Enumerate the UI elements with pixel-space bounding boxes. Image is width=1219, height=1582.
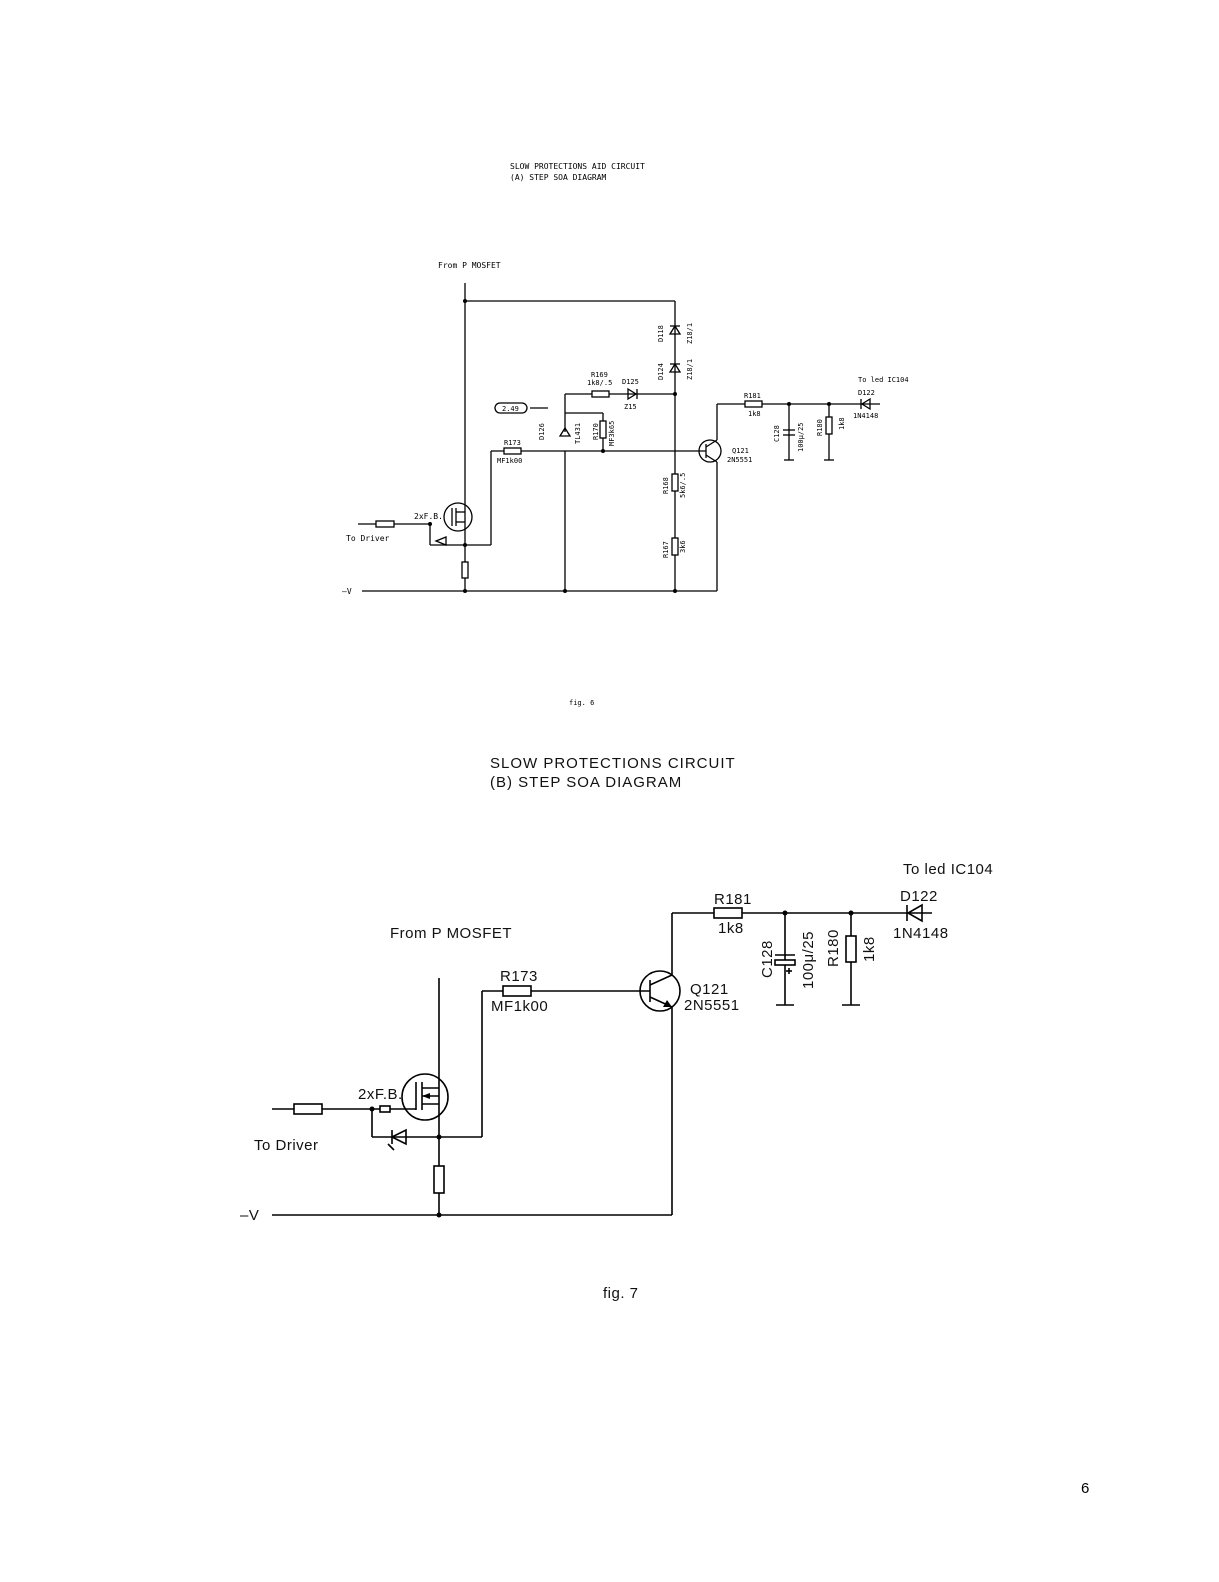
fig7-r-source [433, 1165, 445, 1194]
fig7-d122-diode [906, 903, 923, 923]
fig6-c128-value: 100μ/25 [797, 422, 805, 452]
fig7-d122-label: D122 [900, 888, 938, 905]
fig7-fb-label: 2xF.B. [358, 1086, 403, 1103]
page-number: 6 [1081, 1480, 1089, 1497]
fig6-d125-zener [627, 387, 638, 401]
fig6-r173-value: MF1k00 [497, 457, 522, 465]
fig7-r181-value: 1k8 [718, 920, 744, 937]
fig6-r-source [461, 561, 469, 579]
fig6-d124-zener [668, 362, 682, 373]
fig6-caption: fig. 6 [569, 699, 594, 707]
fig6-q121-label: Q121 [732, 447, 749, 455]
fig6-r169-value: 1k8/.5 [587, 379, 612, 387]
fig7-q121-transistor [639, 970, 681, 1012]
fig6-d118-zener [668, 324, 682, 335]
fig7-q121-label: Q121 [690, 981, 729, 998]
fig6-r181-label: R181 [744, 392, 761, 400]
fig6-d124-label: D124 [657, 363, 665, 380]
fig6-r168-resistor [671, 473, 679, 492]
svg-text:2.49: 2.49 [502, 405, 519, 413]
fig7-caption: fig. 7 [603, 1285, 639, 1302]
fig6-mosfet [443, 502, 473, 532]
fig6-d122-diode [860, 397, 871, 411]
fig7-r173-resistor [502, 985, 532, 997]
fig7-r173-value: MF1k00 [491, 998, 548, 1015]
fig7-title-line1: SLOW PROTECTIONS CIRCUIT [490, 755, 736, 772]
fig6-minus-v-label: –V [342, 587, 352, 596]
fig7-q121-value: 2N5551 [684, 997, 740, 1014]
fig6-r168-value: 5k6/.5 [679, 473, 687, 498]
fig7-minus-v-label: –V [240, 1207, 259, 1224]
fig6-junction-dots [428, 299, 831, 593]
fig6-voltage-tag: 2.49 [494, 402, 528, 414]
fig6-d126-tl431 [558, 426, 572, 437]
fig7-mosfet [401, 1073, 449, 1121]
fig7-c128-capacitor [774, 954, 860, 1006]
fig6-wires [358, 283, 880, 592]
fig6-q121-transistor [698, 439, 722, 463]
fig7-r180-value: 1k8 [861, 936, 878, 962]
fig6-title-line2: (A) STEP SOA DIAGRAM [510, 173, 607, 182]
fig7-to-driver-label: To Driver [254, 1137, 319, 1154]
fig7-c128-label: C128 [759, 940, 776, 978]
fig7-r-driver [293, 1103, 323, 1115]
fig6-r180-resistor [825, 416, 833, 435]
fig7-r180-label: R180 [825, 929, 842, 967]
fig6-r167-resistor [671, 537, 679, 556]
fig6-r167-label: R167 [662, 541, 670, 558]
fig6-to-driver-label: To Driver [346, 534, 390, 543]
fig7-to-led-label: To led IC104 [903, 861, 993, 878]
fig6-q121-value: 2N5551 [727, 456, 752, 464]
fig6-d126-value: TL431 [574, 423, 582, 444]
fig6-c128-capacitor [783, 429, 834, 461]
fig6-c128-label: C128 [773, 425, 781, 442]
fig6-d126-label: D126 [538, 423, 546, 440]
fig6-r170-value: MF3k65 [608, 421, 616, 446]
fig7-r180-resistor [845, 935, 857, 963]
fig6-r180-value: 1k8 [838, 417, 846, 430]
fig7-title-line2: (B) STEP SOA DIAGRAM [490, 774, 682, 791]
fig6-title-line1: SLOW PROTECTIONS AID CIRCUIT [510, 162, 645, 171]
fig6-to-led-label: To led IC104 [858, 376, 909, 384]
fig7-r-gate-small [379, 1105, 391, 1113]
fig6-d124-value: Z18/1 [686, 359, 694, 380]
fig7-d122-value: 1N4148 [893, 925, 949, 942]
fig6-r181-value: 1k8 [748, 410, 761, 418]
fig7-c128-value: 100μ/25 [800, 931, 817, 989]
fig7-r181-label: R181 [714, 891, 752, 908]
fig6-r180-label: R180 [816, 419, 824, 436]
fig6-d125-label: D125 [622, 378, 639, 386]
fig6-r173-resistor [503, 447, 522, 455]
fig7-diagram: SLOW PROTECTIONS CIRCUIT (B) STEP SOA DI… [240, 755, 993, 1302]
fig6-r170-resistor [599, 420, 607, 439]
fig6-from-mosfet-label: From P MOSFET [438, 261, 501, 270]
fig6-r-driver [375, 520, 395, 528]
fig6-diagram: SLOW PROTECTIONS AID CIRCUIT (A) STEP SO… [342, 162, 909, 707]
fig7-from-mosfet-label: From P MOSFET [390, 925, 512, 942]
fig7-junction-dots [369, 910, 854, 1218]
fig7-r181-resistor [713, 907, 743, 919]
fig7-r173-label: R173 [500, 968, 538, 985]
fig6-r169-resistor [591, 390, 610, 398]
fig6-d122-label: D122 [858, 389, 875, 397]
fig6-d122-value: 1N4148 [853, 412, 878, 420]
fig7-diode-fb [387, 1128, 407, 1151]
fig6-r167-value: 3k6 [679, 540, 687, 553]
fig6-r170-label: R170 [592, 423, 600, 440]
fig6-d118-value: Z18/1 [686, 323, 694, 344]
fig6-r169-label: R169 [591, 371, 608, 379]
fig6-d118-label: D118 [657, 325, 665, 342]
fig6-r181-resistor [744, 400, 763, 408]
fig6-r168-label: R168 [662, 477, 670, 494]
fig6-fb-label: 2xF.B. [414, 512, 443, 521]
fig6-r173-label: R173 [504, 439, 521, 447]
fig6-d125-value: Z15 [624, 403, 637, 411]
fig6-diode-fb [434, 536, 447, 546]
